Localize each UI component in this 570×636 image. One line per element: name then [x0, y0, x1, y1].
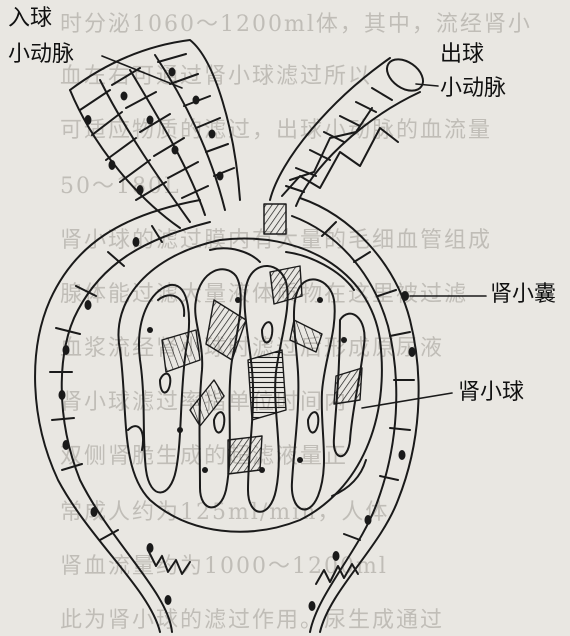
- capsule-label: 肾小囊: [490, 282, 556, 308]
- efferent-arteriole: [270, 53, 429, 206]
- juxtaglomerular-region: [264, 204, 286, 234]
- bowman-capsule: [35, 198, 419, 632]
- afferent-label-line2: 小动脉: [8, 42, 74, 68]
- efferent-leader-line: [416, 84, 438, 86]
- afferent-nuclei: [85, 68, 224, 196]
- glomerulus-leader-line: [362, 393, 452, 408]
- afferent-label-line1: 入球: [8, 6, 52, 32]
- leader-lines: [102, 56, 486, 408]
- efferent-label-line2: 小动脉: [440, 76, 506, 102]
- efferent-label-line1: 出球: [440, 42, 484, 68]
- glomerulus-label: 肾小球: [458, 380, 524, 406]
- tubule-openings: [148, 550, 358, 584]
- shaded-capillaries: [162, 266, 362, 474]
